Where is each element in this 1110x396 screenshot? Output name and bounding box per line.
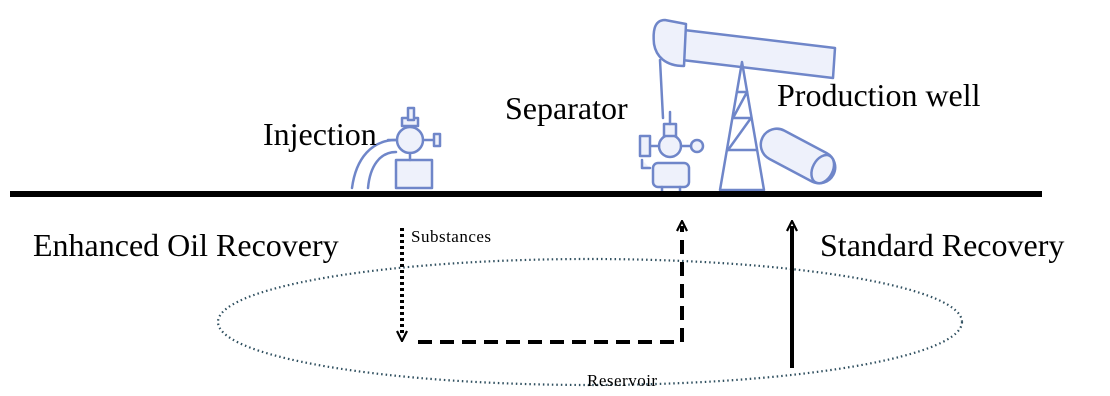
substances-label: Substances xyxy=(411,227,492,246)
injection-label: Injection xyxy=(263,116,377,152)
eor-flow-path xyxy=(418,226,682,344)
reservoir-label: Reservoir xyxy=(587,371,658,390)
standard-recovery-label: Standard Recovery xyxy=(820,227,1065,263)
production-well-label: Production well xyxy=(777,77,981,113)
enhanced-oil-recovery-label: Enhanced Oil Recovery xyxy=(33,227,339,263)
reservoir-outline xyxy=(216,257,964,387)
separator-icon xyxy=(638,110,705,194)
pumpjack-icon xyxy=(652,18,837,192)
separator-label: Separator xyxy=(505,90,628,126)
injection-wellhead-icon xyxy=(350,106,442,190)
